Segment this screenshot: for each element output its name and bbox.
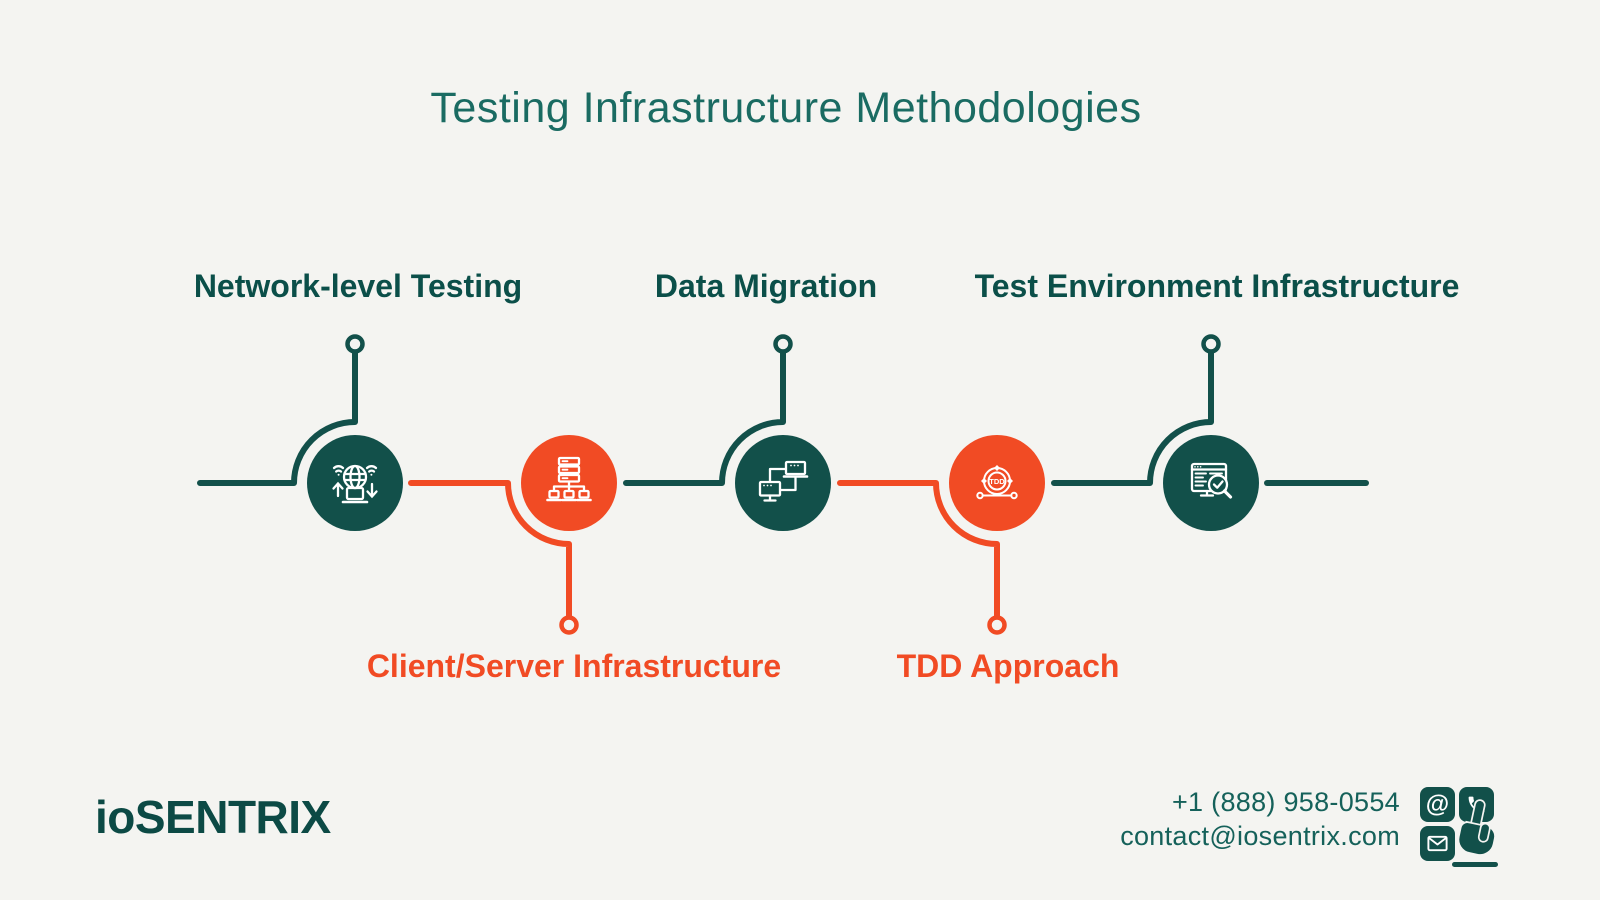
mail-glyph	[1427, 835, 1448, 852]
node-circle-network	[307, 435, 403, 531]
hand-cursor-glyph	[1457, 799, 1496, 856]
globe-network-testing-icon	[332, 464, 378, 504]
pin-ring-test-environment	[1201, 334, 1221, 354]
pin-rings	[345, 334, 1221, 635]
page-title: Testing Infrastructure Methodologies	[430, 84, 1142, 132]
connector-tdd	[837, 480, 1000, 619]
contact-phone: +1 (888) 958-0554	[1171, 787, 1400, 817]
node-label-client-server: Client/Server Infrastructure	[366, 648, 782, 684]
pin-ring-data-migration	[773, 334, 793, 354]
connector-client-server	[408, 480, 572, 619]
node-label-data-migration: Data Migration	[654, 268, 878, 304]
pin-ring-network	[345, 334, 365, 354]
at-icon: @	[1420, 787, 1455, 822]
at-glyph: @	[1425, 790, 1450, 818]
tdd-cycle-icon: TDD	[976, 465, 1018, 500]
mail-icon	[1420, 826, 1455, 861]
computers-transfer-icon	[758, 460, 809, 502]
tdd-icon-label: TDD	[989, 477, 1005, 486]
connector-lines	[197, 350, 1369, 619]
browser-search-check-icon	[1190, 462, 1233, 499]
pin-ring-tdd	[987, 615, 1007, 635]
company-logo: ioSENTRIX	[95, 791, 331, 843]
node-label-tdd: TDD Approach	[896, 648, 1120, 684]
node-circle-tdd	[949, 435, 1045, 531]
node-label-test-environment: Test Environment Infrastructure	[974, 268, 1460, 304]
connector-test-environment	[1051, 350, 1214, 486]
hand-cursor-icon	[1455, 799, 1501, 859]
connector-network	[197, 350, 358, 486]
server-clients-icon	[546, 456, 592, 502]
pin-ring-client-server	[559, 615, 579, 635]
node-circle-data-migration	[735, 435, 831, 531]
node-label-network: Network-level Testing	[193, 268, 523, 304]
contact-email: contact@iosentrix.com	[1120, 821, 1400, 851]
hand-underline-bar	[1452, 862, 1498, 867]
connector-data-migration	[623, 350, 786, 486]
contact-block: +1 (888) 958-0554 contact@iosentrix.com	[1120, 785, 1400, 853]
